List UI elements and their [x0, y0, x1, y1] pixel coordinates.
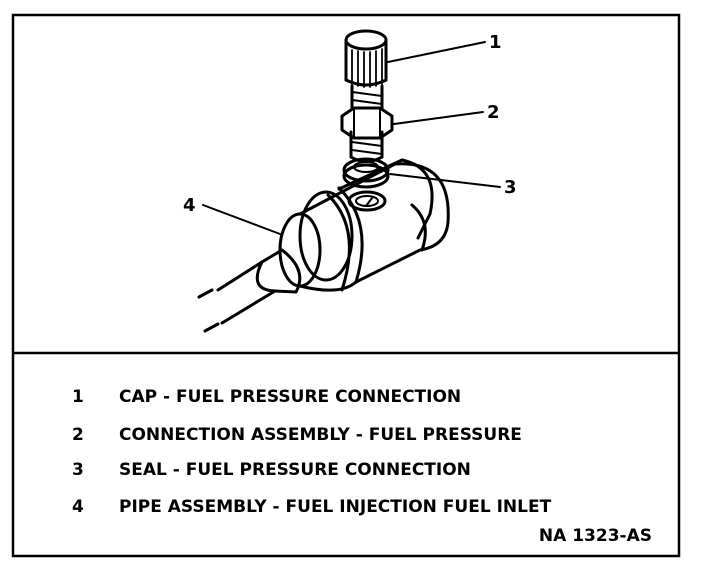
- seal: [342, 157, 390, 189]
- legend-number: 4: [72, 497, 84, 517]
- connection-assembly: [340, 84, 394, 163]
- legend-description: CAP - FUEL PRESSURE CONNECTION: [119, 387, 461, 407]
- legend: 1 CAP - FUEL PRESSURE CONNECTION 2 CONNE…: [72, 387, 652, 546]
- legend-number: 3: [72, 460, 84, 480]
- legend-row: 4 PIPE ASSEMBLY - FUEL INJECTION FUEL IN…: [72, 497, 552, 517]
- leader-4: [202, 204, 281, 235]
- callout-4: 4: [183, 195, 196, 216]
- callout-2: 2: [487, 102, 500, 123]
- leader-2: [393, 111, 484, 125]
- legend-row: 3 SEAL - FUEL PRESSURE CONNECTION: [72, 460, 471, 480]
- outer-frame: [11, 13, 681, 558]
- fuel-inlet-pipe: [216, 248, 302, 325]
- legend-description: PIPE ASSEMBLY - FUEL INJECTION FUEL INLE…: [119, 497, 552, 517]
- legend-number: 2: [72, 425, 84, 445]
- legend-row: 1 CAP - FUEL PRESSURE CONNECTION: [72, 387, 461, 407]
- figure-id: NA 1323-AS: [539, 526, 652, 546]
- cap: [344, 29, 388, 88]
- pipe-dashed-end: [197, 288, 220, 333]
- legend-number: 1: [72, 387, 84, 407]
- leader-1: [387, 41, 486, 63]
- legend-row: 2 CONNECTION ASSEMBLY - FUEL PRESSURE: [72, 425, 522, 445]
- illustration: [197, 29, 501, 333]
- legend-description: CONNECTION ASSEMBLY - FUEL PRESSURE: [119, 425, 522, 445]
- legend-description: SEAL - FUEL PRESSURE CONNECTION: [119, 460, 471, 480]
- callout-3: 3: [504, 177, 517, 198]
- leader-3: [389, 173, 501, 188]
- callout-1: 1: [489, 32, 502, 53]
- leader-lines: [202, 41, 501, 235]
